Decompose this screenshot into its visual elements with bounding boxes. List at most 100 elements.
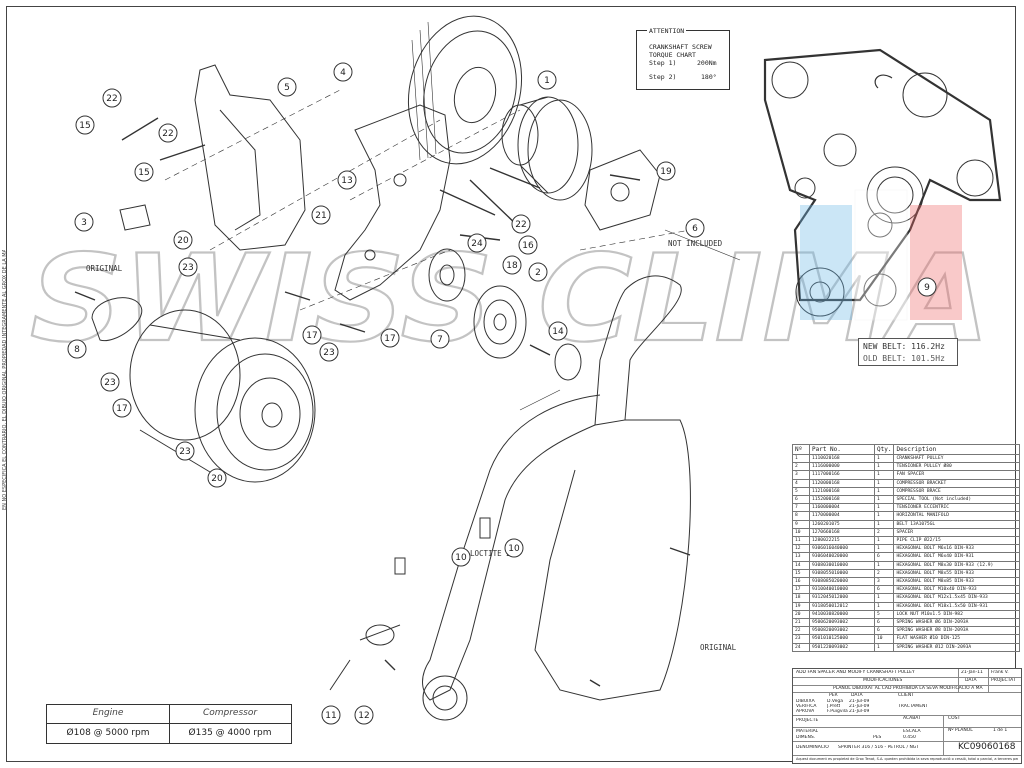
- callout-number: 20: [211, 474, 223, 484]
- step2-value: 180°: [701, 73, 717, 81]
- callout-bubble: [528, 262, 548, 282]
- bom-no: 22: [792, 626, 810, 636]
- bom-qty: 1: [873, 478, 895, 488]
- compressor-body: [129, 309, 316, 483]
- bom-description: HEXAGONAL BOLT M10x40 DIN-933: [893, 585, 1020, 595]
- bom-qty: 1: [873, 593, 895, 603]
- bom-no: 20: [792, 609, 810, 620]
- callout-bubble: [467, 233, 487, 253]
- bom-no: 21: [792, 618, 810, 628]
- old-belt-label: OLD BELT: 101.5Hz: [863, 354, 945, 363]
- callout-number: 17: [306, 331, 317, 341]
- bom-qty: 1: [873, 519, 895, 529]
- bom-no: 17: [792, 585, 810, 595]
- callout-number: 20: [177, 236, 189, 246]
- per-header: PER: [829, 693, 838, 698]
- horizontal-manifold: [91, 297, 143, 342]
- callout-bubble: [430, 329, 450, 349]
- callout-bubble: [74, 212, 94, 232]
- bom-qty: 1: [873, 544, 895, 554]
- callout-number: 16: [522, 241, 534, 251]
- dibuixa-label: DIBUIXA: [796, 699, 815, 704]
- bom-no: 4: [792, 478, 810, 488]
- pes-label: PES: [873, 735, 882, 740]
- callout-number: 12: [358, 711, 369, 721]
- callout-bubble: [321, 705, 341, 725]
- bom-qty: 5: [873, 609, 895, 620]
- fan-spacer: [119, 204, 151, 231]
- callout-bubble: [537, 70, 557, 90]
- tensioner-pulley: [473, 285, 527, 359]
- bom-qty: 6: [873, 552, 895, 562]
- callout-number: 10: [508, 544, 520, 554]
- callout-number: 15: [79, 121, 90, 131]
- callout-number: 24: [471, 239, 483, 249]
- bom-no: 3: [792, 470, 810, 480]
- attention-box: ATTENTION CRANKSHAFT SCREW TORQUE CHART …: [636, 27, 730, 90]
- bom-qty: 1: [873, 470, 895, 480]
- bom-description: LOCK NUT M10x1.5 DIN-982: [893, 609, 1020, 620]
- bom-description: FLAT WASHER Ø10 DIN-125: [893, 634, 1020, 644]
- bom-no: 12: [792, 544, 810, 554]
- client-label: CLIENT: [898, 693, 914, 698]
- bom-no: 16: [792, 577, 810, 587]
- denominacio-label: DENOMINACIÓ: [796, 745, 829, 750]
- bom-description: HEXAGONAL BOLT M6x40 DIN-931: [893, 552, 1020, 562]
- bom-description: SPECIAL TOOL (Not included): [893, 495, 1020, 505]
- callout-bubble: [518, 235, 538, 255]
- bom-no: 5: [792, 486, 810, 497]
- sheet-number: 1 de 1: [993, 728, 1008, 733]
- bom-part-no: 1280022215: [809, 536, 875, 546]
- loctite-label: LOCTITE 243: [470, 549, 520, 558]
- bom-part-no: 9501220093002: [809, 642, 875, 652]
- bom-part-no: 9410030820000: [809, 609, 875, 620]
- bom-part-no: 9318050012012: [809, 601, 875, 611]
- data-header: DATA: [965, 678, 977, 683]
- bom-header-description: Description: [893, 444, 1020, 455]
- bom-no: 14: [792, 560, 810, 570]
- escala-value: 0.450: [903, 735, 916, 740]
- bom-no: 8: [792, 511, 810, 521]
- denominacio-value: SPRINTER 316 / 516 - PETROL / NGT: [838, 745, 919, 750]
- bom-description: TENSIONER PULLEY Ø80: [893, 462, 1020, 472]
- bom-description: COMPRESSOR BRACE: [893, 486, 1020, 497]
- callout-number: 1: [544, 76, 550, 86]
- tensioner-eccentric: [428, 248, 466, 302]
- engine-label: Engine: [92, 708, 124, 718]
- bom-qty: 2: [873, 568, 895, 579]
- bom-no: 6: [792, 495, 810, 505]
- belt-routing-diagram: [763, 48, 1002, 317]
- bom-qty: 10: [873, 634, 895, 644]
- rev-description: ADD FAN SPACER AND MODIFY CRANKSHAFT PUL…: [796, 670, 915, 675]
- callout-bubble: [354, 705, 374, 725]
- material-label: MATERIAL: [796, 729, 819, 734]
- bom-part-no: 1170000004: [809, 511, 875, 521]
- speed-spec-table: Engine Compressor Ø108 @ 5000 rpm Ø135 @…: [46, 704, 292, 744]
- adapter-plate: [584, 149, 661, 231]
- callout-number: 17: [116, 404, 127, 414]
- callout-number: 5: [284, 83, 290, 93]
- callout-bubble: [158, 123, 178, 143]
- bom-qty: 2: [873, 527, 895, 538]
- callout-number: 22: [106, 94, 117, 104]
- bom-qty: 1: [873, 495, 895, 505]
- bom-description: SPRING WASHER Ø8 DIN-2093A: [893, 626, 1020, 636]
- bom-description: SPRING WASHER Ø6 DIN-2093A: [893, 618, 1020, 628]
- callout-bubble: [75, 115, 95, 135]
- attention-title: ATTENTION: [647, 27, 687, 35]
- callout-bubble: [504, 538, 524, 558]
- callout-bubble: [178, 257, 198, 277]
- bom-part-no: 1117000166: [809, 470, 875, 480]
- aprova-label: APROVA: [796, 709, 815, 714]
- callout-bubble: [311, 205, 331, 225]
- callout-number: 23: [104, 378, 115, 388]
